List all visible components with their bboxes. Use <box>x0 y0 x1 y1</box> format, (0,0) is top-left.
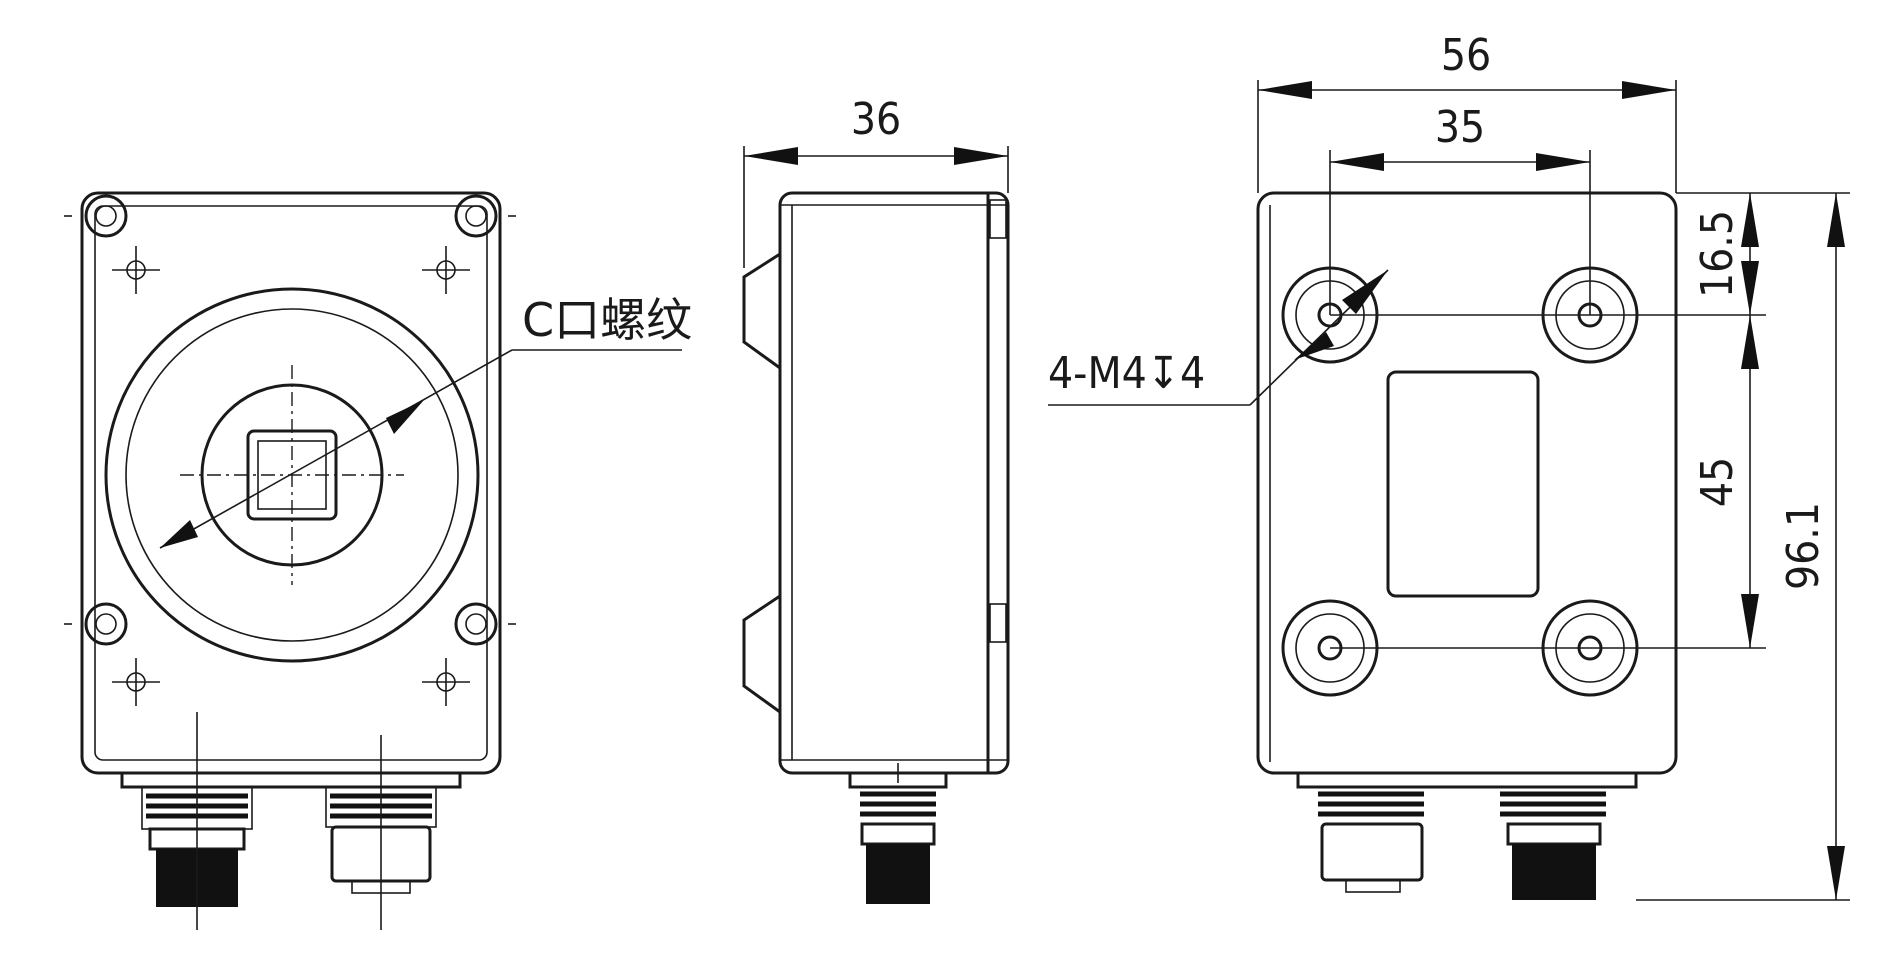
front-housing-inner <box>94 205 488 761</box>
dim-45-label: 45 <box>1692 457 1743 507</box>
dim-35 <box>1329 150 1591 315</box>
front-connector-right <box>325 735 437 930</box>
side-connector <box>848 763 948 904</box>
dim-36 <box>743 146 1009 268</box>
dim-56 <box>1257 80 1677 193</box>
side-view: 36 <box>742 94 1010 904</box>
dim-35-label: 35 <box>1435 102 1485 153</box>
front-mount-holes <box>112 246 470 706</box>
hole-callout-label: 4-M4↧4 <box>1048 348 1205 399</box>
dim-96-1-label: 96.1 <box>1778 502 1829 590</box>
back-bosses <box>1281 266 1639 697</box>
corner-screws <box>84 194 498 646</box>
dim-56-label: 56 <box>1441 30 1491 81</box>
leader-arrow-lower <box>160 520 198 548</box>
dim-36-label: 36 <box>851 94 901 145</box>
side-clip-top <box>989 199 1007 239</box>
thread-callout-label: C口螺纹 <box>522 293 692 347</box>
side-housing <box>778 191 1010 775</box>
hole-callout-leader <box>1048 269 1389 406</box>
front-view: C口螺纹 <box>64 191 692 930</box>
lens-mount <box>104 287 480 663</box>
side-lens-bump-top <box>742 252 781 370</box>
side-lens-bump-bottom <box>742 594 781 714</box>
front-centerline-ticks <box>64 215 516 625</box>
dim-96-1 <box>1827 193 1845 900</box>
front-connector-left <box>141 712 253 930</box>
front-connector-base <box>120 771 462 789</box>
back-view: 56 35 16.5 45 <box>1048 30 1850 901</box>
thread-callout-leader <box>159 349 682 549</box>
back-label-window <box>1386 370 1540 598</box>
leader-arrow-upper <box>386 400 424 434</box>
side-clip-bottom <box>989 603 1007 643</box>
back-housing <box>1256 191 1678 775</box>
dim-16-5 <box>1741 193 1759 315</box>
back-connectors <box>1296 771 1638 900</box>
dim-16-5-label: 16.5 <box>1692 210 1743 298</box>
dim-45 <box>1741 315 1759 648</box>
